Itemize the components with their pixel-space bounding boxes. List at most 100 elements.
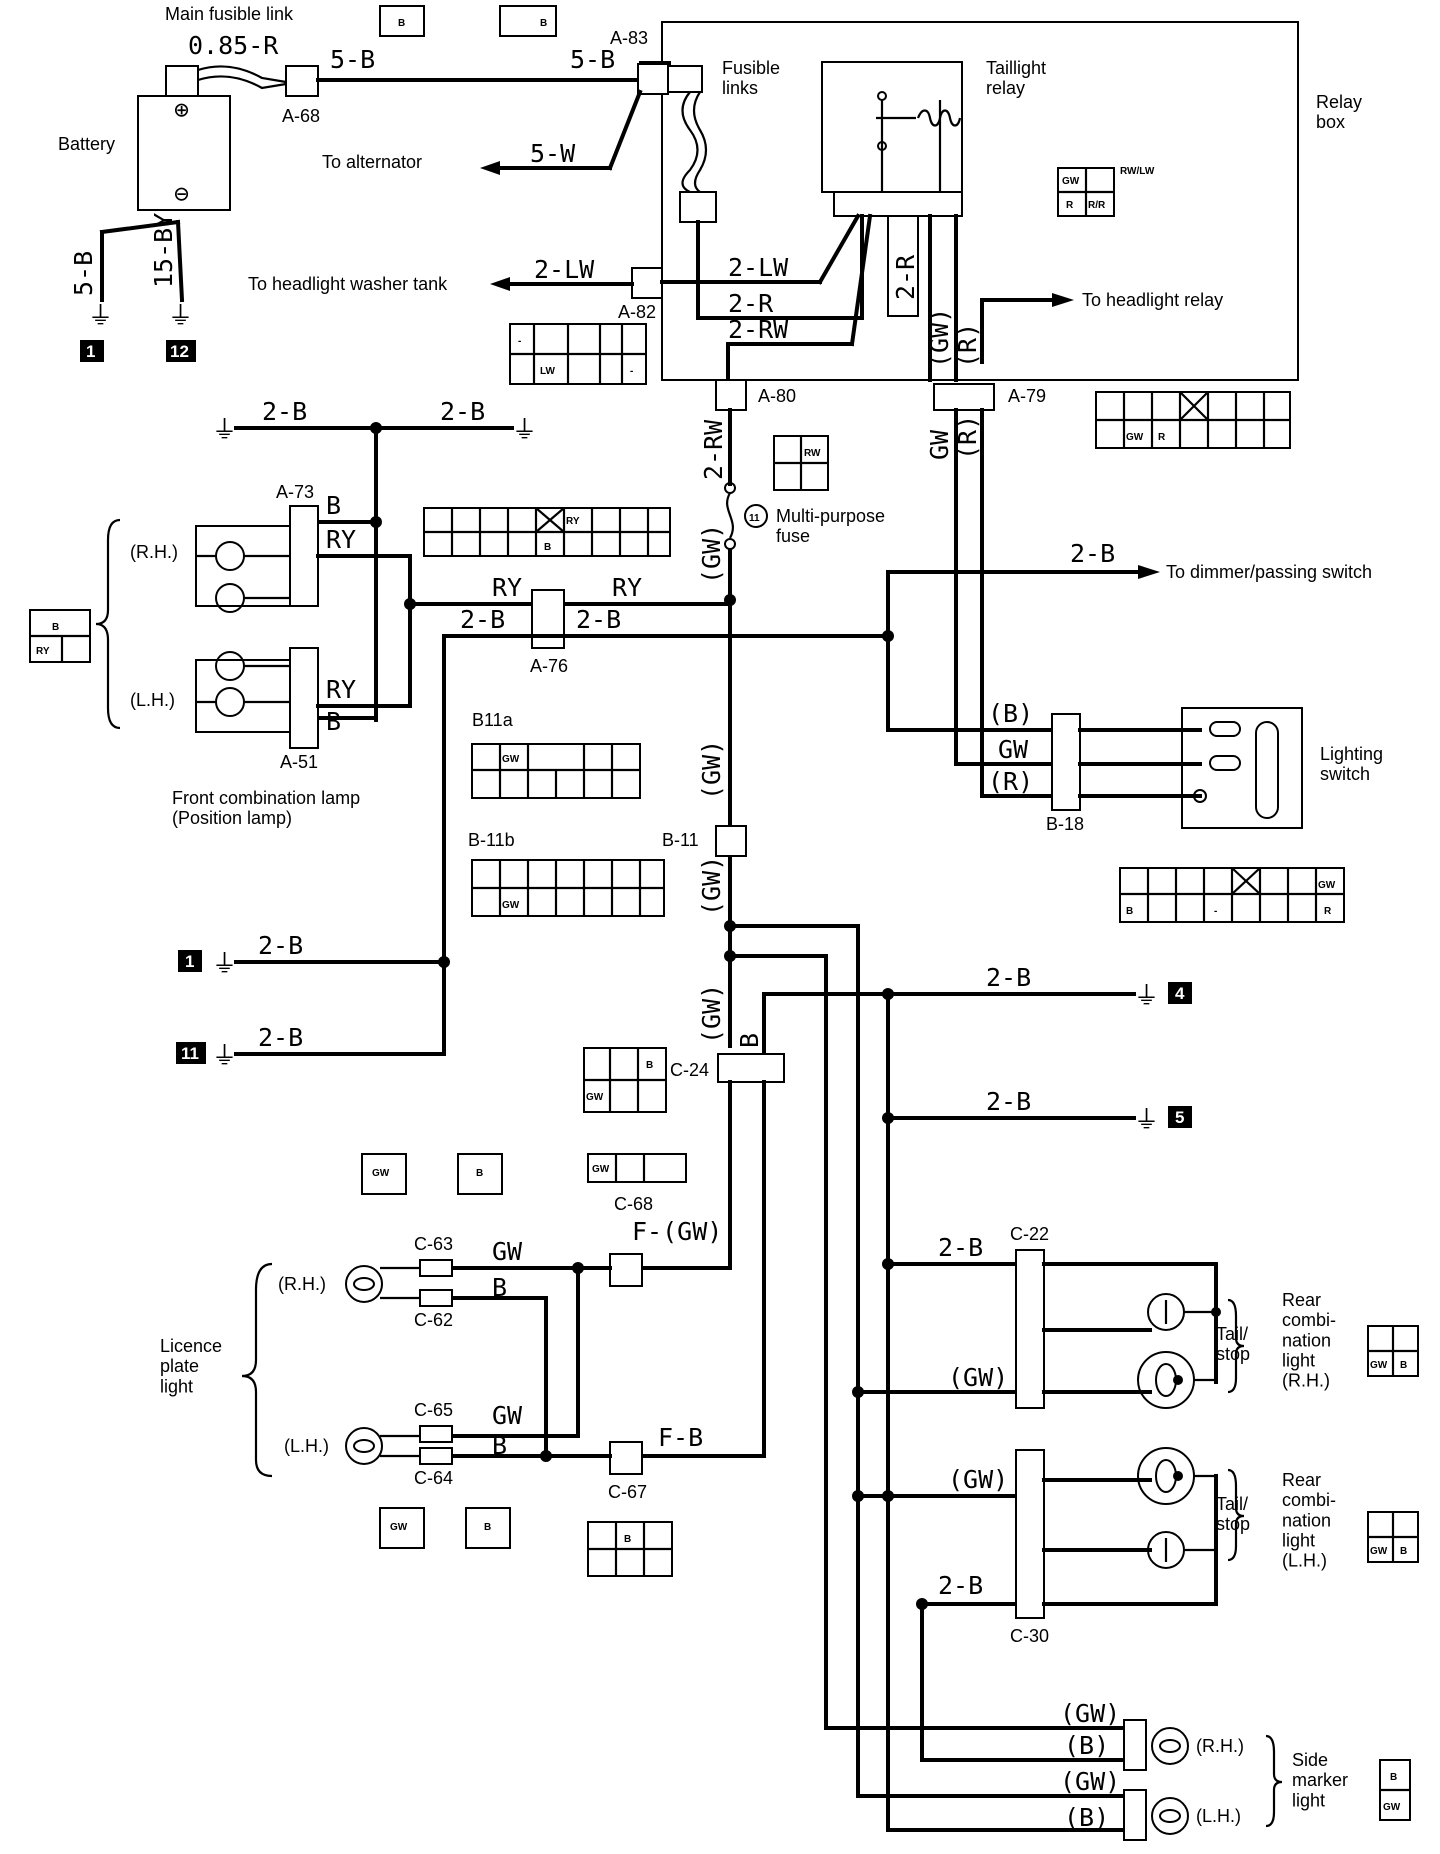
- switch-contact-icon: [1209, 721, 1241, 737]
- ground-badge-4: [1168, 982, 1192, 1004]
- svg-text:RY: RY: [36, 646, 50, 657]
- wire-5w-label: 5-W: [530, 139, 576, 168]
- wire-gw-vert-label-6: GW: [925, 429, 954, 460]
- svg-text:-: -: [630, 366, 633, 377]
- wire-2r-vert-label: 2-R: [891, 254, 920, 300]
- wire-5b-label-1: 5-B: [330, 45, 375, 74]
- side-marker-bulb-lh-icon: [1151, 1797, 1189, 1835]
- connector-b11-label: B-11: [662, 830, 699, 850]
- wire-2b-label-c22: 2-B: [938, 1233, 983, 1262]
- fusible-link-element-2: [692, 91, 708, 193]
- connector-a80-label: A-80: [758, 386, 796, 406]
- ground-symbol-icon: ⏚: [212, 415, 237, 444]
- wire-b-label-a51: B: [326, 707, 341, 736]
- main-fusible-link-wire: [197, 65, 287, 84]
- fusible-link-block-bottom: [679, 191, 717, 223]
- battery-positive-icon: ⊕: [174, 95, 189, 124]
- ground-badge-5: [1168, 1106, 1192, 1128]
- svg-text:GW: GW: [586, 1092, 604, 1103]
- tail-bulb-rh-lower-icon: [1137, 1351, 1195, 1409]
- connector-a83-label: A-83: [610, 28, 648, 48]
- wire-r-vert-label-2: (R): [953, 415, 982, 460]
- front-combination-lamp-label: Front combination lamp(Position lamp): [172, 788, 360, 828]
- bulb-icon: [215, 541, 245, 571]
- svg-text:B: B: [646, 1060, 653, 1071]
- svg-text:4: 4: [1175, 984, 1185, 1003]
- wire-5b-label-2: 5-B: [570, 45, 615, 74]
- svg-text:GW: GW: [592, 1164, 610, 1175]
- to-dimmer-label: To dimmer/passing switch: [1166, 562, 1372, 582]
- svg-text:-: -: [1214, 906, 1217, 917]
- lighting-switch-slider: [1255, 721, 1279, 819]
- connector-a51-label: A-51: [280, 752, 318, 772]
- connector-c65: [419, 1425, 453, 1443]
- wire-gw-vert-label-2: (GW): [697, 524, 726, 584]
- wire-5b-vert-label: 5-B: [69, 251, 98, 296]
- connector-plug-icon: [379, 5, 425, 37]
- to-headlight-washer-label: To headlight washer tank: [248, 274, 448, 294]
- ground-symbol-icon: ⏚: [512, 415, 537, 444]
- pin-gw: GW: [1062, 176, 1080, 187]
- side-marker-rh-label: (R.H.): [1196, 1736, 1244, 1756]
- wire-2r-vertical-box: [887, 215, 919, 317]
- svg-text:B: B: [484, 1522, 491, 1533]
- wire-2rw-vert-label: 2-RW: [699, 419, 728, 480]
- pin-rwlw: RW/LW: [1120, 166, 1155, 177]
- wire-gw-label-c63: GW: [492, 1237, 523, 1266]
- connector-a68-label: A-68: [282, 106, 320, 126]
- fuse-number-circle: [744, 504, 768, 528]
- svg-text:GW: GW: [1126, 432, 1144, 443]
- tail-stop-rh-brace: [1227, 1298, 1245, 1394]
- connector-b11: [715, 825, 747, 857]
- wire-2lw-label-1: 2-LW: [534, 255, 595, 284]
- tail-stop-rh-label: Tail/stop: [1216, 1324, 1250, 1364]
- connector-a68: [285, 65, 319, 97]
- wire-b-label-ls: (B): [988, 699, 1033, 728]
- side-marker-lh-connector: [1123, 1789, 1147, 1841]
- connector-f-gw: [609, 1253, 643, 1287]
- wire-2b-label-3: 2-B: [460, 605, 505, 634]
- wire-battery-ground-15by: [175, 219, 185, 303]
- ground-symbol-icon: ⏚: [1134, 1105, 1159, 1134]
- svg-text:1: 1: [185, 952, 194, 971]
- fusible-link-element: [681, 91, 699, 193]
- svg-text:R: R: [1158, 432, 1166, 443]
- connector-c22-label: C-22: [1010, 1224, 1049, 1244]
- svg-text:GW: GW: [1318, 880, 1336, 891]
- wire-gw-label-c30: (GW): [948, 1465, 1008, 1494]
- connector-a80: [715, 379, 747, 411]
- bulb-icon: [215, 583, 245, 613]
- wire-085r-label: 0.85-R: [188, 31, 279, 60]
- wire-2rw-label: 2-RW: [728, 315, 789, 344]
- connector-b11a-label: B11a: [472, 710, 514, 730]
- connector-c65-label: C-65: [414, 1400, 453, 1420]
- svg-text:1: 1: [86, 342, 95, 361]
- connector-b18: [1051, 713, 1081, 811]
- connector-a82-label: A-82: [618, 302, 656, 322]
- ground-symbol-icon: ⏚: [88, 301, 113, 330]
- wire-2b-label-4: 2-B: [576, 605, 621, 634]
- battery-terminal-top: [165, 65, 199, 97]
- fuse-terminal-bottom: [724, 538, 736, 550]
- wire-2b-label-5: 2-B: [1070, 539, 1115, 568]
- connector-plug-icon: [361, 1153, 407, 1195]
- ground-symbol-icon: ⏚: [212, 949, 237, 978]
- side-marker-rh-connector: [1123, 1719, 1147, 1771]
- licence-brace: [241, 1262, 273, 1478]
- wire-gw-label-ls: GW: [998, 735, 1029, 764]
- connector-c68-icon: [587, 1153, 687, 1183]
- wire-b-label-a73: B: [326, 491, 341, 520]
- svg-text:GW: GW: [502, 754, 520, 765]
- connector-plug-icon: [499, 5, 557, 37]
- to-alternator-label: To alternator: [322, 152, 422, 172]
- connector-c22: [1015, 1249, 1045, 1409]
- svg-text:GW: GW: [390, 1522, 408, 1533]
- svg-text:GW: GW: [1370, 1546, 1388, 1557]
- wire-gw-vert-label-4: (GW): [697, 856, 726, 916]
- switch-contact-icon: [1209, 755, 1241, 771]
